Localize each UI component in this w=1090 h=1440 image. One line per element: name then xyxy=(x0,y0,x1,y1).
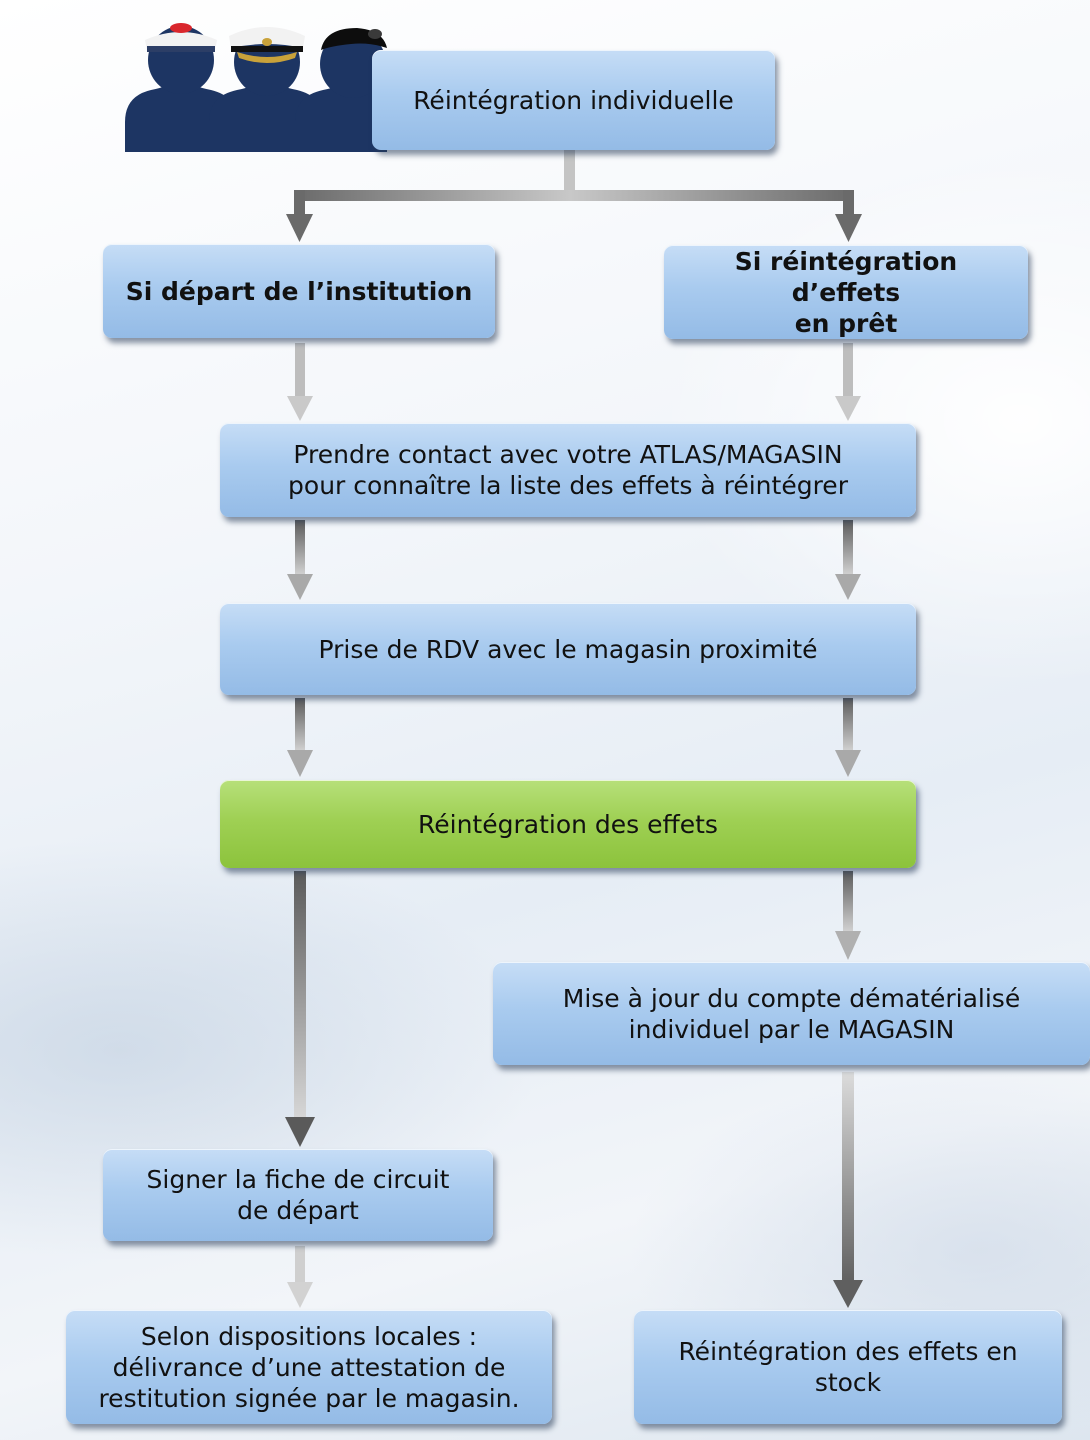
split-arrowhead-right xyxy=(835,214,862,242)
split-stem xyxy=(564,150,575,196)
arrow-left-3-head xyxy=(287,750,313,777)
arrow-right-4-head xyxy=(835,931,861,960)
arrow-left-1-shaft xyxy=(295,343,305,399)
node-label: Signer la fiche de circuit de départ xyxy=(146,1165,450,1225)
arrow-right-5-head xyxy=(833,1280,863,1308)
arrow-left-1-head xyxy=(287,396,313,421)
officer-icon xyxy=(209,27,323,152)
arrow-right-3-head xyxy=(835,750,861,777)
node-label: Mise à jour du compte dématérialisé indi… xyxy=(562,983,1021,1044)
arrow-right-2-head xyxy=(835,574,861,600)
node-label: Réintégration des effets en stock xyxy=(678,1337,1018,1397)
split-arrowhead-left xyxy=(286,214,313,242)
node-mise-a-jour-compte: Mise à jour du compte dématérialisé indi… xyxy=(493,962,1090,1065)
split-drop-left xyxy=(294,190,305,220)
node-label: Si départ de l’institution xyxy=(125,276,473,306)
personnel-silhouettes xyxy=(125,23,387,152)
node-selon-dispositions: Selon dispositions locales : délivrance … xyxy=(66,1310,552,1424)
split-drop-right xyxy=(843,190,854,220)
arrow-left-3-shaft xyxy=(295,698,305,754)
arrow-right-1-shaft xyxy=(843,343,853,399)
node-reintegration-individuelle: Réintégration individuelle xyxy=(372,50,775,150)
beret-icon xyxy=(295,28,387,152)
node-label: Si réintégration d’effets en prêt xyxy=(734,246,958,338)
arrow-right-2-shaft xyxy=(843,520,853,578)
node-label: Réintégration des effets xyxy=(418,809,718,839)
arrow-left-2-shaft xyxy=(295,520,305,578)
arrow-right-5-shaft xyxy=(842,1072,854,1284)
node-reintegration-stock: Réintégration des effets en stock xyxy=(634,1310,1062,1424)
node-label: Prendre contact avec votre ATLAS/MAGASIN… xyxy=(288,440,848,500)
node-signer-fiche: Signer la fiche de circuit de départ xyxy=(103,1149,493,1241)
node-label: Réintégration individuelle xyxy=(413,85,734,115)
arrow-left-5-head xyxy=(287,1282,313,1308)
split-bar-left xyxy=(294,190,570,201)
node-label: Prise de RDV avec le magasin proximité xyxy=(318,634,818,664)
arrow-left-2-head xyxy=(287,574,313,600)
node-prise-rdv: Prise de RDV avec le magasin proximité xyxy=(220,603,916,695)
arrow-left-4-shaft xyxy=(294,871,306,1121)
node-prendre-contact: Prendre contact avec votre ATLAS/MAGASIN… xyxy=(220,423,916,517)
node-si-reintegration-pret: Si réintégration d’effets en prêt xyxy=(664,245,1028,339)
split-bar-right xyxy=(570,190,854,201)
arrow-right-3-shaft xyxy=(843,698,853,754)
node-label: Selon dispositions locales : délivrance … xyxy=(98,1321,520,1413)
arrow-left-5-shaft xyxy=(295,1246,305,1286)
node-si-depart: Si départ de l’institution xyxy=(103,244,495,338)
node-reintegration-effets: Réintégration des effets xyxy=(220,780,916,868)
arrow-left-4-head xyxy=(285,1117,315,1147)
arrow-right-4-shaft xyxy=(843,871,853,935)
arrow-right-1-head xyxy=(835,396,861,421)
